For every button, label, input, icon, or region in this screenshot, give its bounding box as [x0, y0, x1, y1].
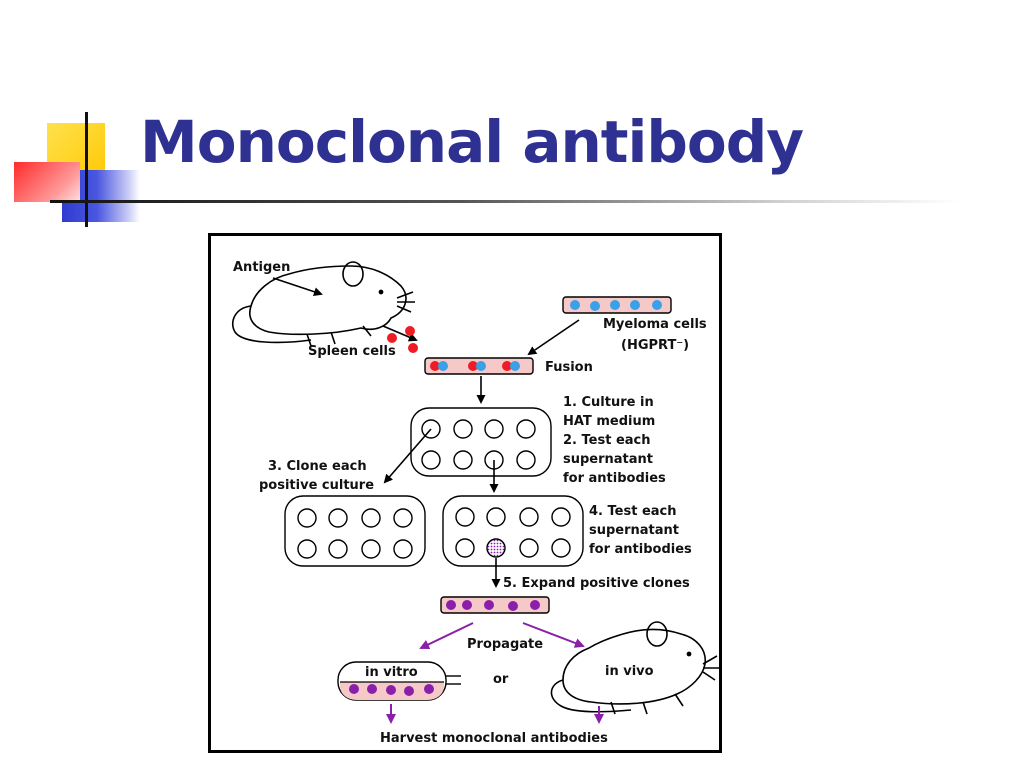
step1-line1: 1. Culture in: [563, 395, 654, 410]
in-vivo-label: in vivo: [605, 664, 654, 679]
step2-line2: supernatant: [563, 452, 653, 467]
hybridoma-cell: [386, 685, 396, 695]
culture-plate-icon: [410, 407, 552, 477]
antigen-arrow: [272, 277, 323, 297]
hybridoma-cell: [349, 684, 359, 694]
hybrid-cell-red: [430, 361, 440, 371]
step4-line2: supernatant: [589, 523, 679, 538]
step2-line3: for antibodies: [563, 471, 666, 486]
spleen-cells-label: Spleen cells: [308, 344, 396, 359]
step1-line2: HAT medium: [563, 414, 655, 429]
title-rule: [50, 200, 960, 203]
spleen-arrow: [382, 325, 418, 342]
step4-line3: for antibodies: [589, 542, 692, 557]
hgprt-label: (HGPRT⁻): [621, 338, 689, 353]
antigen-label: Antigen: [233, 260, 290, 275]
myeloma-cell: [652, 300, 662, 310]
hybrid-cell-red: [468, 361, 478, 371]
step3-line2: positive culture: [259, 478, 374, 493]
myeloma-cells-label: Myeloma cells: [603, 317, 707, 332]
spleen-cell: [387, 333, 397, 343]
myeloma-cell: [610, 300, 620, 310]
mouse-icon: [550, 621, 719, 715]
fusion-label: Fusion: [545, 360, 593, 375]
step4-line1: 4. Test each: [589, 504, 677, 519]
culture-plate-icon: [284, 495, 426, 567]
spleen-cell: [408, 343, 418, 353]
propagate-label: Propagate: [467, 637, 543, 652]
or-label: or: [493, 672, 509, 687]
deco-red-square: [14, 162, 80, 202]
hybridoma-cell: [484, 600, 494, 610]
step3-line1: 3. Clone each: [268, 459, 367, 474]
step5-label: 5. Expand positive clones: [503, 576, 690, 591]
propagate-arrow-right: [522, 622, 585, 648]
step2-line1: 2. Test each: [563, 433, 651, 448]
hybrid-cell-red: [502, 361, 512, 371]
diagram-frame: Antigen Spleen cells Myeloma cells (HGPR…: [208, 233, 722, 753]
hybridoma-cell: [508, 601, 518, 611]
hybridoma-cell: [530, 600, 540, 610]
hybrid-cell-blue: [438, 361, 448, 371]
myeloma-cell: [570, 300, 580, 310]
myeloma-cell: [630, 300, 640, 310]
hybridoma-cell: [462, 600, 472, 610]
myeloma-arrow: [527, 319, 580, 356]
positive-well: [486, 538, 506, 558]
monoclonal-antibody-diagram: Antigen Spleen cells Myeloma cells (HGPR…: [231, 260, 719, 746]
clone-arrow: [383, 428, 432, 484]
in-vitro-label: in vitro: [365, 665, 418, 680]
propagate-arrow-left: [419, 622, 474, 650]
hybridoma-cell: [446, 600, 456, 610]
slide-title: Monoclonal antibody: [140, 108, 804, 176]
culture-plate-icon: [442, 495, 584, 567]
myeloma-cell: [590, 301, 600, 311]
spleen-cell: [405, 326, 415, 336]
hybridoma-cell: [367, 684, 377, 694]
hybrid-cell-blue: [510, 361, 520, 371]
hybrid-cell-blue: [476, 361, 486, 371]
hybridoma-cell: [404, 686, 414, 696]
hybridoma-cell: [424, 684, 434, 694]
harvest-label: Harvest monoclonal antibodies: [380, 731, 608, 746]
deco-vertical-line: [85, 112, 88, 227]
